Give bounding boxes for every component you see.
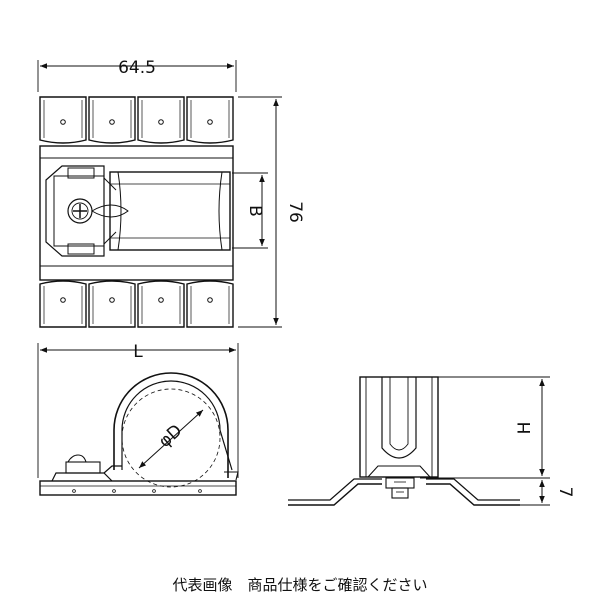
caption: 代表画像 商品仕様をご確認ください [172,576,428,594]
top-view [37,60,282,328]
end-view [288,376,550,506]
diameter-dimension-line [138,409,204,469]
base-label: 7 [555,487,575,498]
end-height-label: H [515,422,535,435]
side-view [37,343,239,496]
length-label: L [133,342,143,362]
diameter-label: φD [155,421,186,452]
bore-label: B [245,205,265,217]
width-label: 64.5 [118,58,156,78]
height-label: 76 [285,201,305,223]
